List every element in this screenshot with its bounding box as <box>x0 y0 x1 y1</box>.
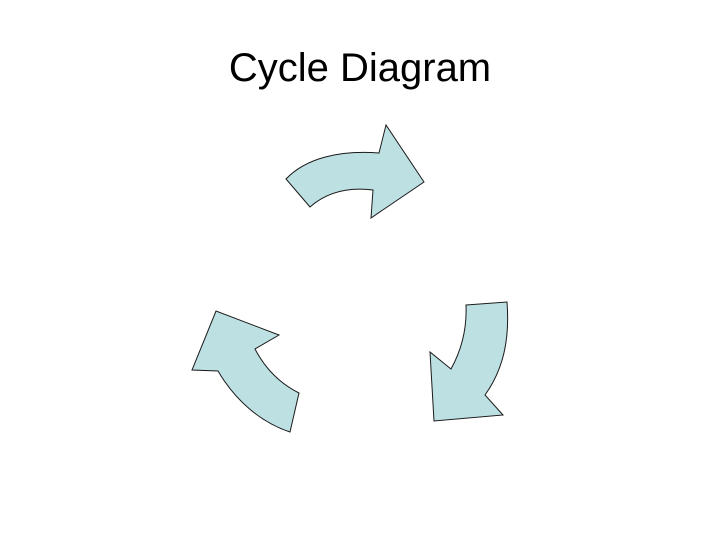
cycle-arrow-right[interactable] <box>429 301 509 422</box>
cycle-arrow-top[interactable] <box>285 123 425 219</box>
slide-title: Cycle Diagram <box>228 46 492 90</box>
cycle-arrow-left[interactable] <box>191 310 300 433</box>
